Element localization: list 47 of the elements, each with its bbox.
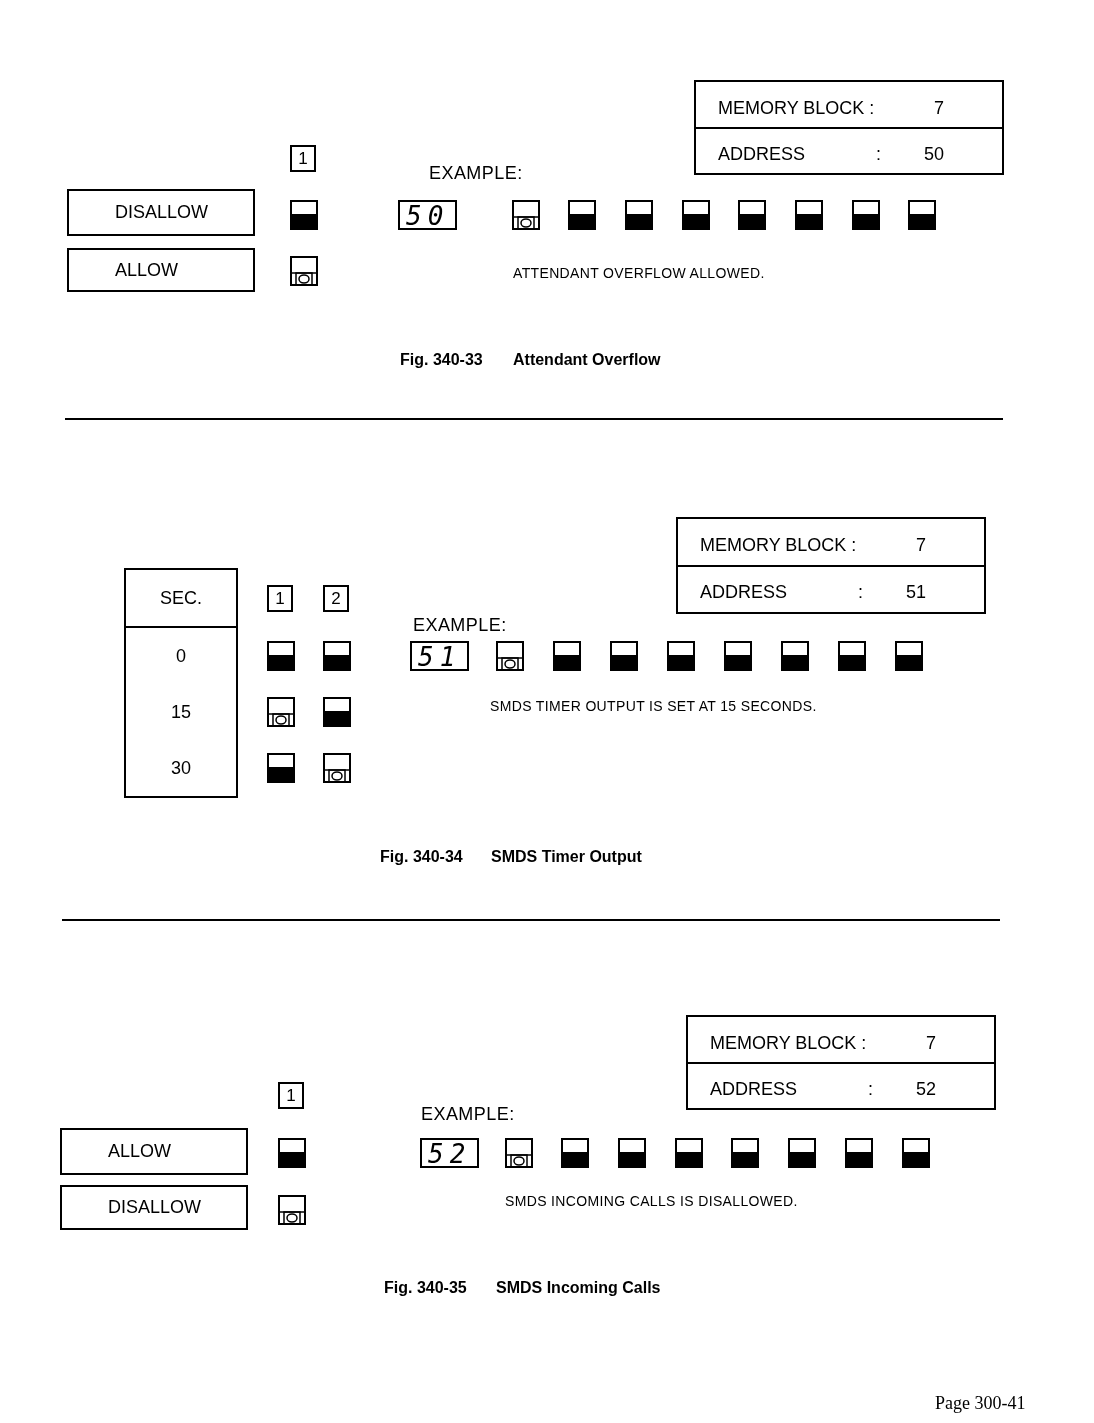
option-box: DISALLOW	[67, 189, 255, 236]
example-label: EXAMPLE:	[421, 1103, 515, 1126]
key-number-box: 1	[290, 145, 316, 172]
field-label: ADDRESS	[700, 581, 788, 602]
table-cell-text: 15	[171, 700, 191, 724]
digit-display: 51	[410, 641, 470, 671]
separator: :	[868, 1078, 873, 1099]
field-label: MEMORY BLOCK :	[700, 535, 857, 555]
separator: :	[876, 143, 881, 164]
field-value: 52	[916, 1078, 937, 1099]
field-value: 50	[924, 143, 945, 164]
page-number: Page 300-41	[935, 1392, 1026, 1415]
field-label: ADDRESS	[710, 1078, 798, 1099]
figure-title: SMDS Incoming Calls	[496, 1278, 661, 1298]
memory-table	[686, 1015, 996, 1110]
field-value: 7	[926, 1033, 936, 1053]
table-cell-text: 30	[171, 756, 191, 780]
example-note: SMDS TIMER OUTPUT IS SET AT 15 SECONDS.	[490, 697, 817, 716]
figure-number: Fig. 340-35	[384, 1278, 467, 1298]
digit-display: 50	[398, 200, 458, 230]
option-box: ALLOW	[67, 248, 255, 292]
example-note: SMDS INCOMING CALLS IS DISALLOWED.	[505, 1192, 798, 1211]
example-label: EXAMPLE:	[413, 614, 507, 637]
memory-table	[676, 517, 986, 614]
field-label: MEMORY BLOCK :	[718, 98, 875, 118]
key-number-box: 1	[278, 1082, 304, 1109]
field-value: 7	[934, 98, 944, 118]
table-cell-text: 0	[176, 644, 186, 668]
field-value: 51	[906, 581, 927, 602]
option-box: DISALLOW	[60, 1185, 248, 1230]
example-label: EXAMPLE:	[429, 162, 523, 185]
field-label: ADDRESS	[718, 143, 806, 164]
field-value: 7	[916, 535, 926, 555]
example-note: ATTENDANT OVERFLOW ALLOWED.	[513, 264, 765, 283]
separator: :	[858, 581, 863, 602]
figure-title: Attendant Overflow	[513, 350, 661, 370]
figure-title: SMDS Timer Output	[491, 847, 642, 867]
seconds-table	[124, 568, 238, 798]
column-header: SEC.	[160, 586, 202, 610]
key-number-box: 2	[323, 585, 349, 612]
digit-display: 52	[420, 1138, 480, 1168]
key-number-box: 1	[267, 585, 293, 612]
field-label: MEMORY BLOCK :	[710, 1033, 867, 1053]
figure-number: Fig. 340-34	[380, 847, 463, 867]
memory-table	[694, 80, 1004, 175]
option-box: ALLOW	[60, 1128, 248, 1175]
figure-number: Fig. 340-33	[400, 350, 483, 370]
